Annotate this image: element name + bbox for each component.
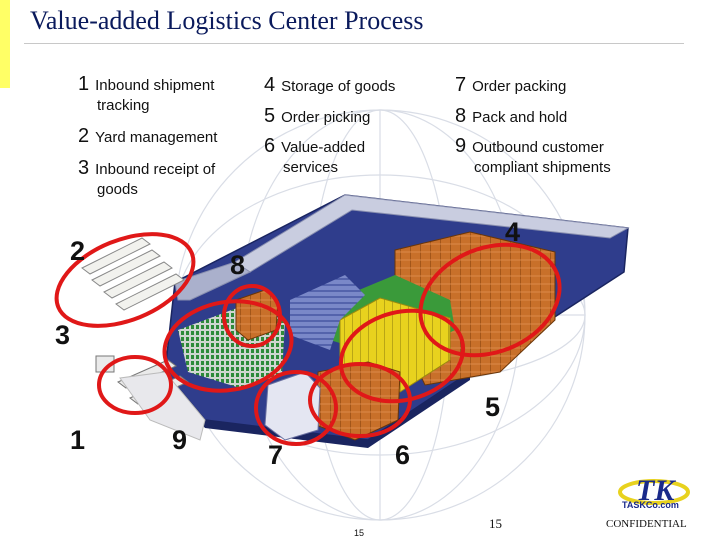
step-8-number: 8 (455, 105, 467, 127)
warehouse-front-edge (165, 372, 470, 448)
page-number-small: 15 (354, 528, 365, 538)
step-5-label: Order picking (281, 109, 371, 126)
step-2-number: 2 (78, 125, 90, 147)
step-1-number: 1 (78, 73, 90, 95)
svg-text:TK: TK (636, 474, 676, 507)
step-2-label: Yard management (95, 129, 218, 146)
yard-trailers (81, 237, 185, 311)
step-4-label: Storage of goods (281, 78, 396, 95)
step-8-label: Pack and hold (472, 109, 568, 126)
step-5-number: 5 (264, 105, 276, 127)
step-9-number: 9 (455, 135, 467, 157)
highlight-yard (54, 232, 196, 328)
step-8: 8 Pack and hold (455, 106, 567, 128)
highlight-value-added (308, 362, 412, 438)
tk-logo-icon: TK (618, 474, 690, 507)
callout-8: 8 (230, 250, 246, 280)
step-9-label-cont: compliant shipments (474, 159, 611, 176)
slide-title: Value-added Logistics Center Process (30, 6, 424, 35)
step-3-label: Inbound receipt of (95, 161, 216, 178)
callout-9: 9 (172, 425, 188, 455)
callout-3: 3 (55, 320, 71, 350)
step-6-number: 6 (264, 135, 276, 157)
highlight-trucks (97, 355, 173, 415)
step-3-label-cont: goods (97, 181, 138, 198)
blue-racks (290, 275, 365, 350)
callout-2: 2 (70, 236, 86, 266)
warehouse-side-wall (174, 261, 252, 301)
step-6-label-cont: services (283, 159, 339, 176)
step-1-label: Inbound shipment (95, 77, 215, 94)
callout-1: 1 (70, 425, 86, 455)
step-9-label: Outbound customer (472, 139, 604, 156)
callout-5: 5 (485, 392, 501, 422)
page-number: 15 (489, 516, 502, 531)
step-7: 7 Order packing (455, 75, 566, 97)
step-4: 4 Storage of goods (264, 75, 395, 97)
callout-6: 6 (395, 440, 411, 470)
title-divider (24, 43, 684, 44)
callout-4: 4 (505, 217, 521, 247)
step-6: 6 Value-added services (264, 136, 365, 178)
step-6-label: Value-added (281, 139, 366, 156)
step-5: 5 Order picking (264, 106, 370, 128)
step-1-label-cont: tracking (97, 97, 150, 114)
step-4-number: 4 (264, 74, 276, 96)
step-7-number: 7 (455, 74, 467, 96)
step-3-number: 3 (78, 157, 90, 179)
step-1: 1 Inbound shipment tracking (78, 74, 214, 116)
step-2: 2 Yard management (78, 126, 217, 148)
highlight-dock (162, 299, 294, 393)
step-9: 9 Outbound customer compliant shipments (455, 136, 611, 178)
highlight-picking (338, 308, 466, 404)
accent-bar (0, 0, 10, 88)
step-3: 3 Inbound receipt of goods (78, 158, 215, 200)
callout-7: 7 (268, 440, 284, 470)
highlight-packing (254, 370, 338, 446)
step-7-label: Order packing (472, 78, 567, 95)
logo-text: TASKCo.com (622, 500, 679, 510)
highlight-circles (54, 232, 562, 446)
highlight-storage (418, 242, 562, 358)
confidential-label: CONFIDENTIAL (606, 518, 687, 530)
